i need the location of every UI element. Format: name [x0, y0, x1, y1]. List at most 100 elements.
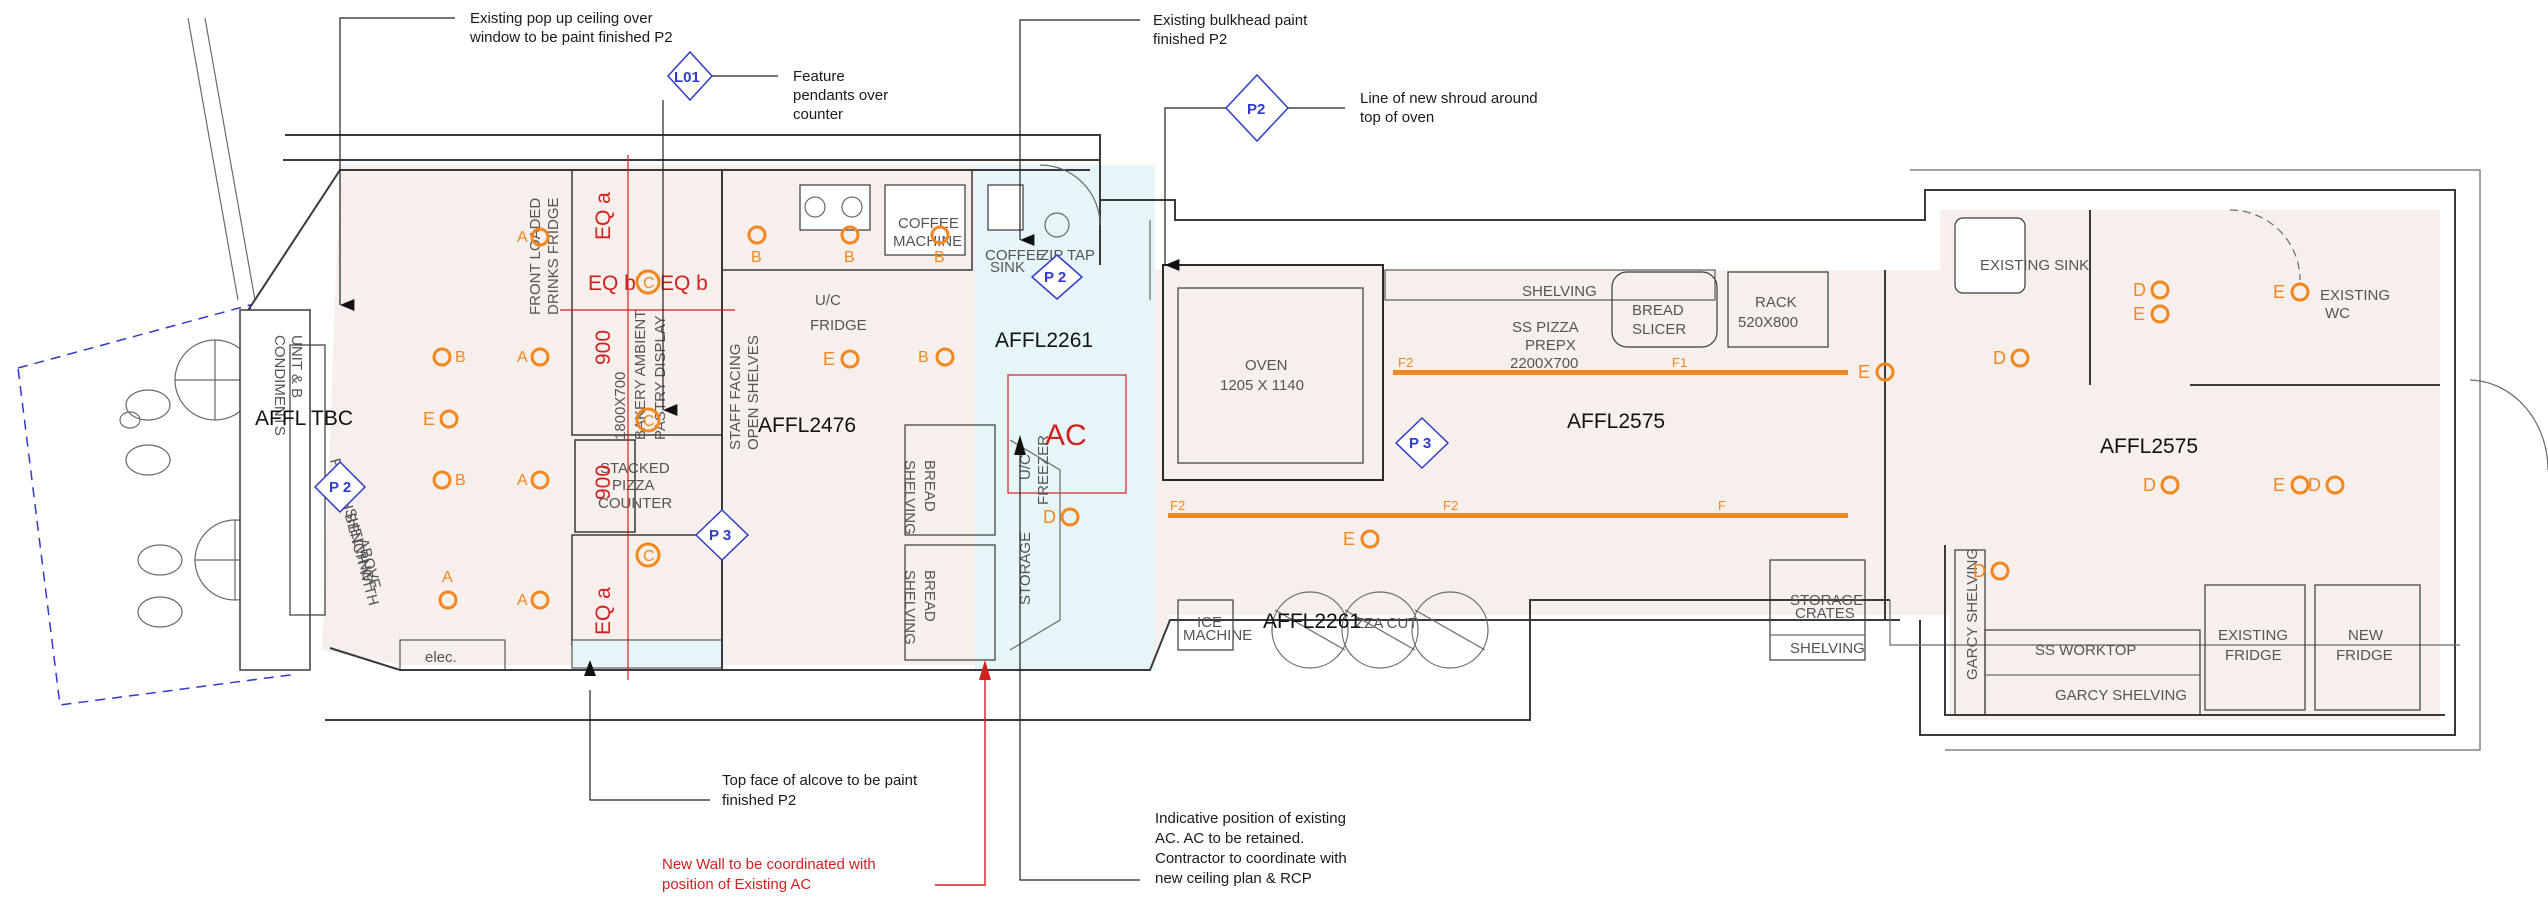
zip-tap-label: ZIP TAP	[1040, 247, 1095, 264]
note-ac-3: Contractor to coordinate with	[1155, 850, 1347, 867]
marker-b-4: B	[840, 225, 860, 266]
uc-fridge-label-1: U/C	[815, 292, 841, 309]
freezer-zone	[975, 165, 1155, 670]
note-alcove-2: finished P2	[722, 792, 796, 809]
outdoor-area	[17, 17, 291, 706]
svg-text:P 3: P 3	[1409, 435, 1431, 452]
bakery-label-2: BAKERY AMBIENT	[632, 310, 649, 440]
marker-e-1: E	[423, 409, 459, 429]
bread-shelving-top	[904, 424, 996, 536]
elec-cupboard	[399, 639, 506, 671]
storage-crates-label-2: CRATES	[1795, 605, 1855, 622]
note-alcove-1: Top face of alcove to be paint	[722, 772, 918, 789]
leader-p2-shroud	[1164, 107, 1226, 271]
pizza-cut-wheels	[1271, 591, 1489, 669]
tag-p3-counter: P 3	[694, 508, 750, 562]
svg-text:D: D	[1993, 348, 2006, 368]
freezer-area: BREAD SHELVING BREAD SHELVING AC U/C FRE…	[901, 374, 1127, 661]
storage-outline	[1009, 439, 1061, 651]
marker-f2-lower-left: F2	[1170, 498, 1185, 513]
coffee-machine-label-2: MACHINE	[893, 233, 962, 250]
bread-shelving-top-label-2: SHELVING	[901, 460, 918, 535]
stacked-pizza-label-3: COUNTER	[598, 495, 672, 512]
svg-text:B: B	[918, 349, 929, 366]
shelving-label: SHELVING	[1522, 283, 1597, 300]
marker-b-5: B	[930, 225, 950, 266]
bread-shelving-bottom	[904, 544, 996, 661]
leader-popup-ceiling	[339, 17, 455, 311]
svg-text:B: B	[455, 349, 466, 366]
storage-label: STORAGE	[1017, 532, 1034, 605]
slicer-label-2: SLICER	[1632, 321, 1686, 338]
stacked-pizza-label-2: PIZZA	[612, 477, 655, 494]
leader-ac	[1019, 455, 1140, 881]
new-fridge-label-1: NEW	[2348, 627, 2384, 644]
marker-f: F	[1718, 498, 1726, 513]
rack	[1727, 271, 1829, 348]
marker-c-1: C	[635, 269, 661, 295]
rack-label-2: 520X800	[1738, 314, 1798, 331]
marker-d-6: D	[1973, 561, 2010, 581]
staff-shelves-label-1: STAFF FACING	[727, 344, 744, 450]
new-fridge-label-2: FRIDGE	[2336, 647, 2393, 664]
door-arc	[1039, 164, 1101, 226]
ice-label-2: MACHINE	[1183, 627, 1252, 644]
coffee-sink-label-1: COFFEE	[985, 247, 1046, 264]
svg-text:E: E	[823, 349, 835, 369]
garcy-h-label: GARCY SHELVING	[2055, 687, 2187, 704]
condiments-label-1: CONDIMENTS	[271, 335, 288, 436]
tag-p2-top: P2	[1224, 73, 1290, 143]
kitchen: OVEN 1205 X 1140 SHELVING SS PIZZA PREPX…	[1162, 264, 1866, 669]
slicer-label-1: BREAD	[1632, 302, 1684, 319]
dim-eq-a-top: EQ a	[592, 192, 615, 240]
outdoor-table-top	[119, 339, 256, 476]
tag-p2-bulkhead: P 2	[1030, 254, 1084, 300]
svg-text:D: D	[1973, 561, 1986, 581]
marker-d-4: D	[2143, 475, 2180, 495]
coffee-sink	[987, 184, 1024, 231]
coffee-sink-label-2: SINK	[990, 259, 1025, 276]
dimensions: EQ a EQ b EQ b 900 900 EQ a	[560, 155, 735, 680]
svg-text:E: E	[1343, 529, 1355, 549]
marker-a-4: A	[517, 590, 550, 610]
svg-text:A: A	[517, 229, 528, 246]
condiments-label-2: UNIT & B	[288, 335, 305, 398]
drinks-fridge-label-2: DRINKS FRIDGE	[545, 197, 562, 315]
oven-outer	[1162, 264, 1384, 481]
boundary-line-2	[204, 17, 256, 301]
level-labels: AFFL TBC AFFL2476 AFFL2261 AFFL2575 AFFL…	[255, 329, 2198, 633]
svg-text:D: D	[2143, 475, 2156, 495]
worktop-label: SS WORKTOP	[2035, 642, 2136, 659]
dim-eq-a-bottom: EQ a	[592, 587, 615, 635]
garcy-v-label: GARCY SHELVING	[1964, 548, 1981, 680]
coffee-machine-label-1: COFFEE	[898, 215, 959, 232]
note-new-wall-1: New Wall to be coordinated with	[662, 856, 876, 873]
svg-text:B: B	[844, 249, 855, 266]
note-ac-2: AC. AC to be retained.	[1155, 830, 1304, 847]
svg-text:A: A	[442, 569, 453, 586]
note-new-wall-2: position of Existing AC	[662, 876, 811, 893]
marker-e-3: E	[1343, 529, 1380, 549]
marker-e-5: E	[2133, 304, 2170, 324]
staff-shelves-label-2: OPEN SHELVES	[745, 335, 762, 450]
boundary-line	[187, 17, 239, 301]
marker-b-6: B	[918, 347, 955, 367]
svg-text:A: A	[517, 349, 528, 366]
svg-text:B: B	[455, 472, 466, 489]
level-kitchen-lower: AFFL2261	[1263, 610, 1361, 633]
note-pendants-2: pendants over	[793, 87, 888, 104]
svg-text:P 2: P 2	[1044, 269, 1066, 286]
prep-label-2: PREPX	[1525, 337, 1576, 354]
bread-shelving-bottom-label-1: BREAD	[921, 570, 938, 622]
marker-d-3: D	[2133, 280, 2170, 300]
ice-label-1: ICE	[1197, 614, 1222, 631]
level-servery: AFFL2476	[758, 414, 856, 437]
svg-text:C: C	[643, 548, 655, 565]
rack-label-1: RACK	[1755, 294, 1797, 311]
new-fridge	[2314, 584, 2421, 711]
marker-b-3: B	[747, 225, 767, 266]
marker-e-7: E	[2273, 475, 2310, 495]
note-popup-ceiling-2: window to be paint finished P2	[469, 29, 673, 46]
wc-label-2: WC	[2325, 305, 2350, 322]
shroud-line-upper	[1393, 370, 1848, 375]
